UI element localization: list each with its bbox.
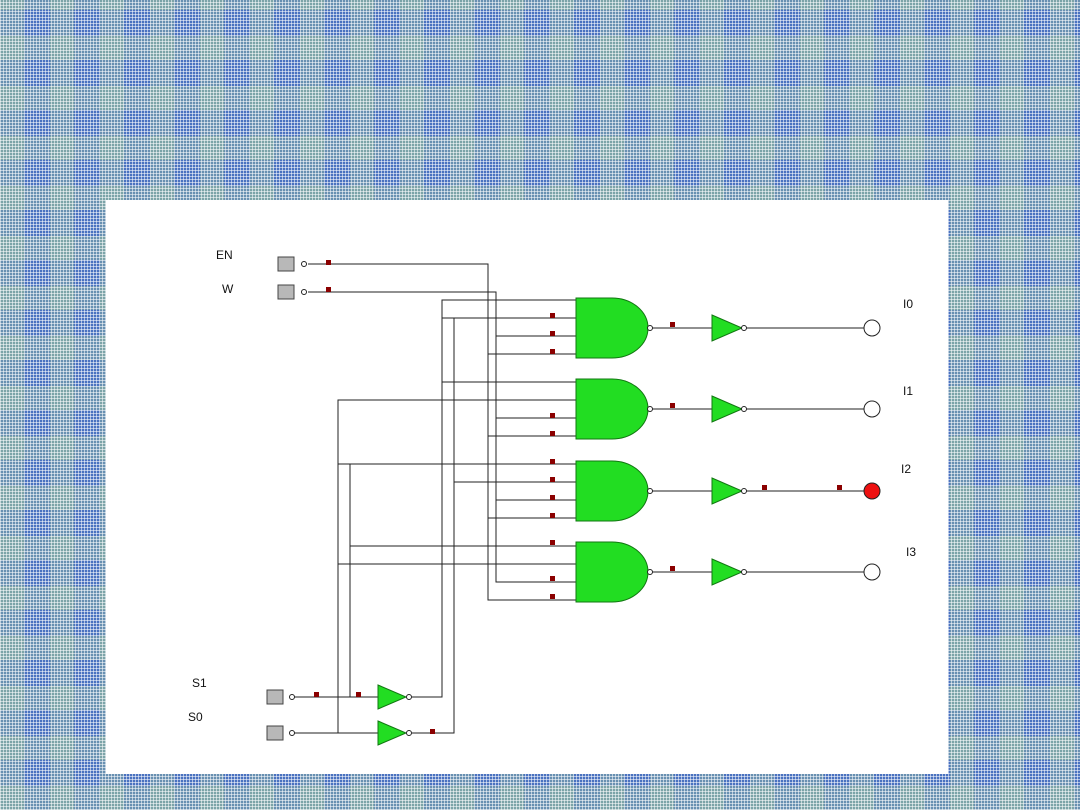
connection-nodes xyxy=(314,260,842,734)
circuit-canvas: EN W S1 S0 I0 I1 I2 I3 xyxy=(106,200,948,774)
output-indicator-i0 xyxy=(863,319,881,337)
output-indicator-i1 xyxy=(863,400,881,418)
and-gate-1 xyxy=(575,378,653,440)
buffer-0 xyxy=(711,314,747,342)
and-gate-2 xyxy=(575,460,653,522)
label-w: W xyxy=(222,282,234,296)
label-i1: I1 xyxy=(903,384,913,398)
input-switch-w[interactable] xyxy=(277,284,307,300)
and-gate-0 xyxy=(575,297,653,359)
inverter-s1 xyxy=(377,684,412,710)
label-i0: I0 xyxy=(903,297,913,311)
output-indicator-i3 xyxy=(863,563,881,581)
label-i3: I3 xyxy=(906,545,916,559)
and-gate-3 xyxy=(575,541,653,603)
buffer-1 xyxy=(711,395,747,423)
output-indicator-i2 xyxy=(863,482,881,500)
label-s1: S1 xyxy=(192,676,207,690)
input-switch-s1[interactable] xyxy=(266,689,295,705)
input-switch-en[interactable] xyxy=(277,256,307,272)
buffer-3 xyxy=(711,558,747,586)
inverter-s0 xyxy=(377,720,412,746)
label-i2: I2 xyxy=(901,462,911,476)
input-switch-s0[interactable] xyxy=(266,725,295,741)
buffer-2 xyxy=(711,477,747,505)
wires xyxy=(294,263,864,734)
label-s0: S0 xyxy=(188,710,203,724)
label-en: EN xyxy=(216,248,233,262)
demux-circuit-diagram: EN W S1 S0 I0 I1 I2 I3 xyxy=(188,248,916,746)
